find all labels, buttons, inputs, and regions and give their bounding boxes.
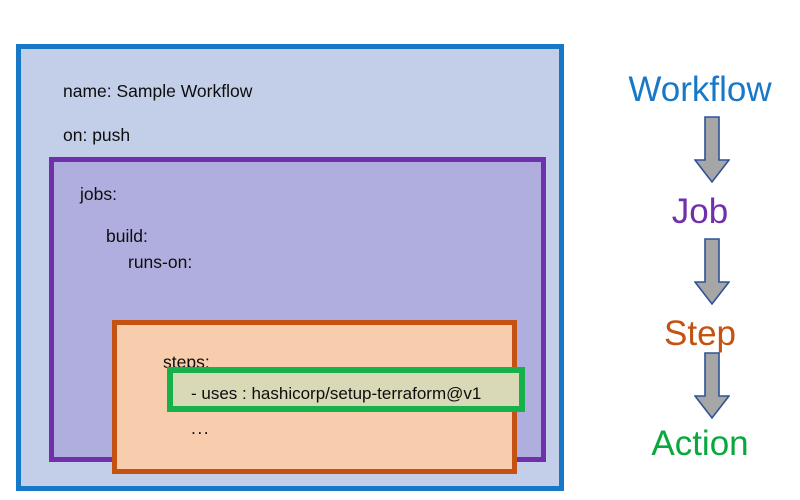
yaml-line-name: name: Sample Workflow bbox=[63, 81, 253, 101]
action-box: - uses : hashicorp/setup-terraform@v1 bbox=[167, 367, 525, 412]
workflow-box: name: Sample Workflow on: push jobs: bui… bbox=[16, 44, 564, 491]
job-box: jobs: build: runs-on: steps: - uses : ha… bbox=[49, 157, 546, 474]
legend-column: Workflow Job Step Action bbox=[600, 56, 800, 476]
arrow-down-icon bbox=[694, 238, 730, 306]
yaml-line-ellipsis: ... bbox=[191, 418, 211, 438]
arrow-down-icon bbox=[694, 116, 730, 184]
legend-label-action: Action bbox=[651, 424, 749, 463]
legend-label-job: Job bbox=[671, 192, 729, 231]
yaml-line-uses: - uses : hashicorp/setup-terraform@v1 bbox=[191, 384, 482, 403]
yaml-line-on: on: push bbox=[63, 125, 131, 145]
legend-label-step: Step bbox=[664, 314, 736, 353]
yaml-line-jobs: jobs: bbox=[80, 184, 117, 204]
yaml-line-build: build: bbox=[106, 226, 148, 246]
yaml-line-runs-on: runs-on: bbox=[128, 252, 193, 272]
legend-label-workflow: Workflow bbox=[628, 70, 772, 109]
step-box: steps: - uses : hashicorp/setup-terrafor… bbox=[112, 320, 525, 474]
arrow-down-icon bbox=[694, 352, 730, 420]
